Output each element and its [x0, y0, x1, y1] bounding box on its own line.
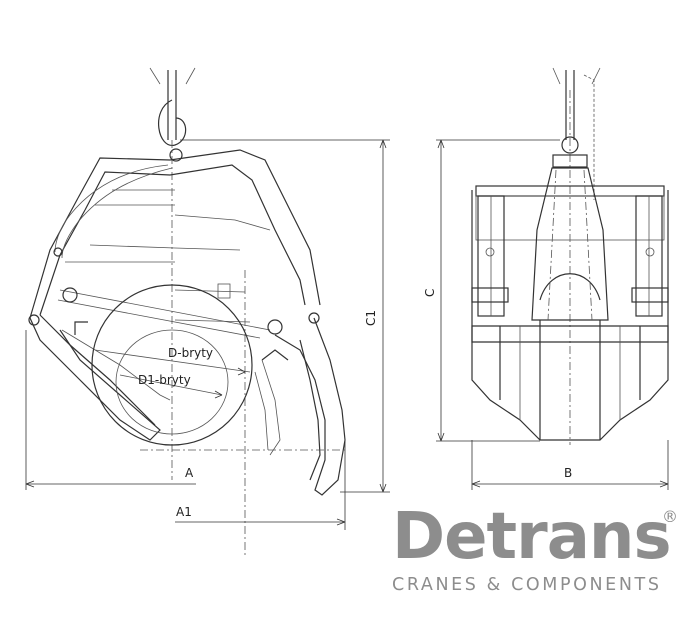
dim-a1-label: A1: [176, 505, 192, 519]
brand-logo: Detrans ® CRANES & COMPONENTS: [392, 505, 684, 595]
brand-tagline: CRANES & COMPONENTS: [392, 575, 662, 595]
dim-c-label: C: [423, 289, 437, 297]
front-view: C B: [423, 67, 669, 490]
brand-name: Detrans: [392, 500, 672, 574]
label-d-bryty: D-bryty: [168, 346, 213, 360]
dim-a-label: A: [185, 466, 194, 480]
dim-b-label: B: [564, 466, 572, 480]
registered-mark: ®: [662, 507, 678, 526]
label-d1-bryty: D1-bryty: [138, 373, 191, 387]
side-view: D-bryty D1-bryty A A1 C1: [25, 67, 390, 555]
dim-c1-label: C1: [364, 310, 378, 326]
